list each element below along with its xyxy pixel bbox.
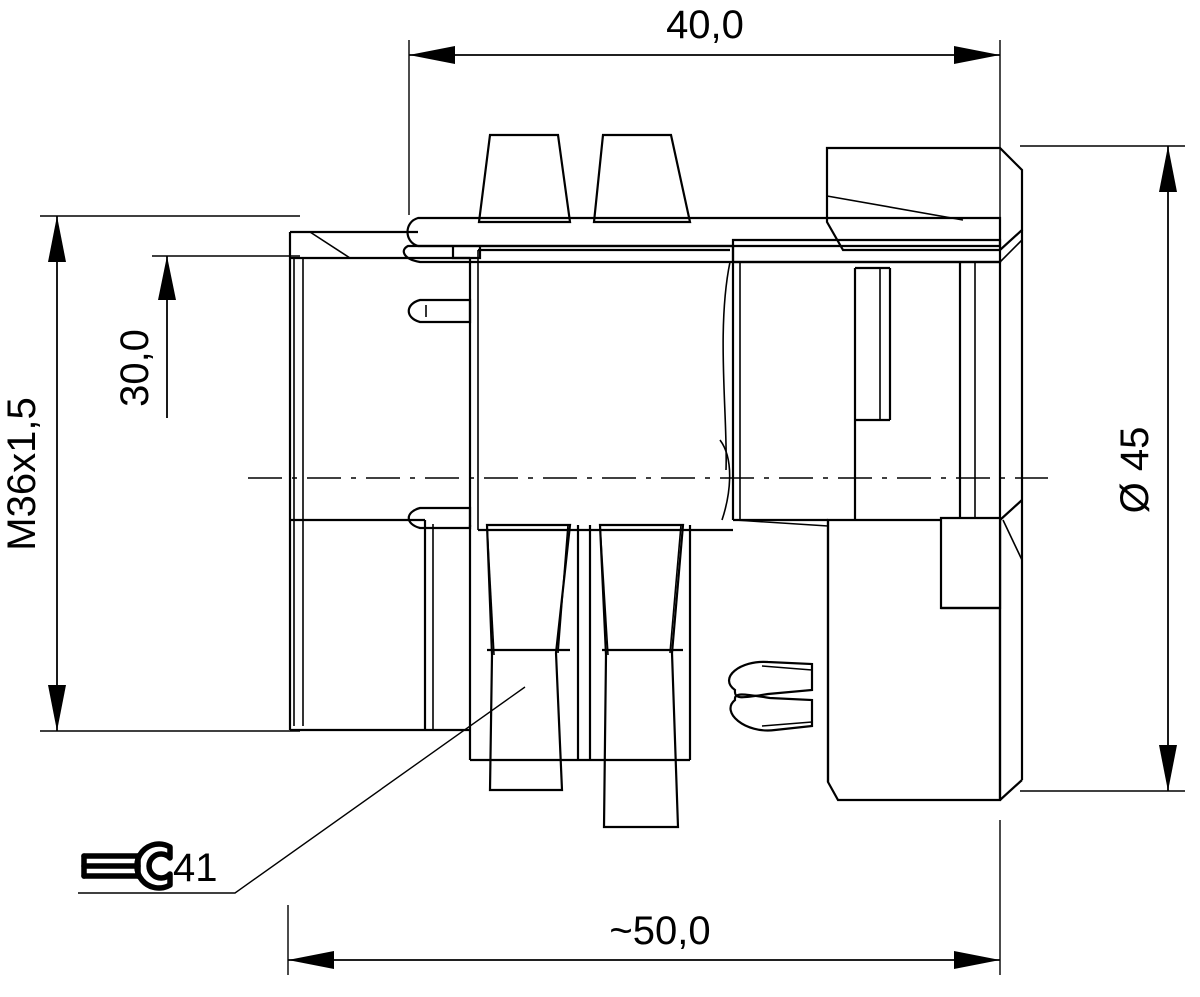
knurl-side-edge <box>1002 519 1023 561</box>
arrow-down-icon <box>1159 745 1177 791</box>
dimension-label-inner-dia: 30,0 <box>113 329 157 407</box>
dimension-thread-dia: M36x1,5 <box>0 215 300 732</box>
annotation-wrench-size: 41 <box>78 686 526 894</box>
contact-finger-1 <box>485 523 572 792</box>
finger-2-edge <box>599 524 609 656</box>
contact-fingers <box>468 523 692 829</box>
dimension-label-thread-dia: M36x1,5 <box>0 397 44 550</box>
finger-1-edge-2 <box>557 524 569 654</box>
contact-finger-2 <box>598 523 685 829</box>
shell-upper-left <box>288 230 479 730</box>
finger-2-edge-2 <box>669 524 682 654</box>
finger-1-edge <box>486 524 495 656</box>
body-outline <box>478 260 1000 782</box>
shell-chamfer <box>309 231 351 259</box>
oring-detail-1 <box>761 665 813 671</box>
seal-oring <box>727 660 814 732</box>
inner-taper-detail <box>719 261 731 521</box>
arrow-left-icon <box>288 951 334 969</box>
knurl-window <box>939 516 1002 610</box>
wrench-icon <box>81 841 173 891</box>
arrow-up-icon <box>1159 146 1177 192</box>
arrow-left-icon <box>409 46 455 64</box>
arrow-right-icon <box>954 951 1000 969</box>
oring-lower <box>729 693 814 732</box>
coupling-nut-hatched <box>402 133 1024 264</box>
dimension-inner-dia: 30,0 <box>113 255 300 418</box>
knurl-chamfer-bottom <box>999 779 1023 801</box>
shell-lower-left <box>290 506 472 732</box>
annotation-label-wrench-size: 41 <box>173 846 218 890</box>
retaining-clip-upper <box>407 298 472 324</box>
nut-right-block <box>825 146 1024 252</box>
knurl-chamfer-top <box>999 499 1023 521</box>
oring-detail-2 <box>761 721 813 727</box>
thread-tooth-2 <box>592 133 692 224</box>
nut-notch <box>451 246 482 260</box>
knurled-sleeve <box>826 499 1023 802</box>
oring-upper <box>727 660 814 699</box>
body-lower-step-2 <box>734 519 829 527</box>
body-right-chamfer <box>999 239 1023 263</box>
dimension-length-total: ~50,0 <box>287 820 1001 975</box>
part-section-view <box>248 133 1048 829</box>
retaining-clip-lower <box>407 506 472 530</box>
dimension-outer-dia: Ø 45 <box>1020 145 1185 792</box>
taper-curve-2 <box>722 261 731 471</box>
leader-line <box>78 686 526 894</box>
arrow-right-icon <box>954 46 1000 64</box>
taper-curve <box>719 439 731 521</box>
nut-right-bevel <box>826 195 964 221</box>
dimension-label-outer-dia: Ø 45 <box>1113 427 1157 514</box>
dimension-label-length-total: ~50,0 <box>609 909 710 953</box>
thread-tooth-1 <box>477 133 572 224</box>
dimension-length-top: 40,0 <box>408 3 1001 240</box>
dimension-label-length-top: 40,0 <box>666 3 744 47</box>
arrow-down-icon <box>48 685 66 731</box>
nut-band-upper <box>406 216 1002 248</box>
arrow-up-icon <box>158 256 176 300</box>
arrow-up-icon <box>48 216 66 262</box>
